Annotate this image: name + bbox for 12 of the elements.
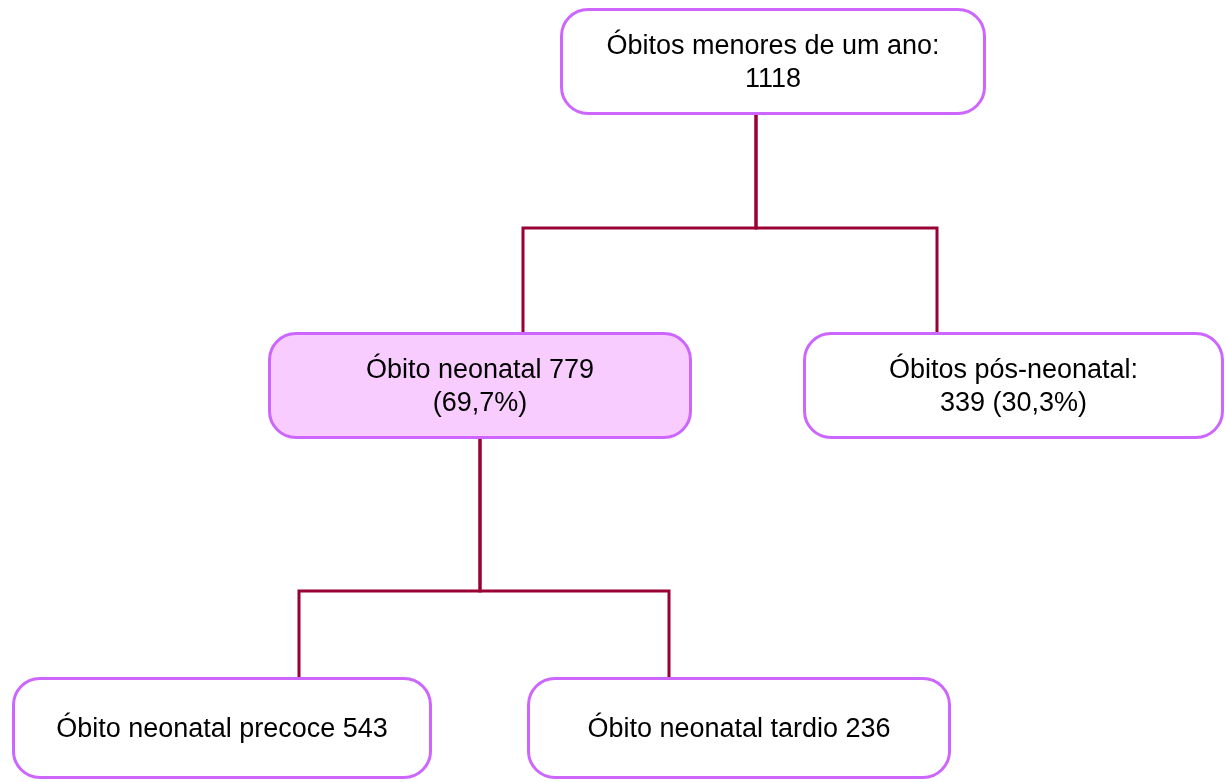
rounded-box — [12, 677, 432, 779]
rounded-box — [803, 332, 1224, 439]
box-text: Óbito neonatal 779 (69,7%) — [365, 352, 595, 419]
connector-line — [478, 439, 671, 677]
connector-line — [754, 115, 939, 332]
rounded-box — [527, 677, 951, 779]
box-text: Óbito neonatal tardio 236 — [587, 711, 891, 745]
box-text: Óbito neonatal precoce 543 — [56, 711, 388, 745]
box-text: Óbitos menores de um ano: 1118 — [605, 28, 941, 95]
rounded-box — [560, 8, 986, 115]
box-text: Óbitos pós-neonatal: 339 (30,3%) — [887, 352, 1140, 419]
rounded-box — [268, 332, 692, 439]
